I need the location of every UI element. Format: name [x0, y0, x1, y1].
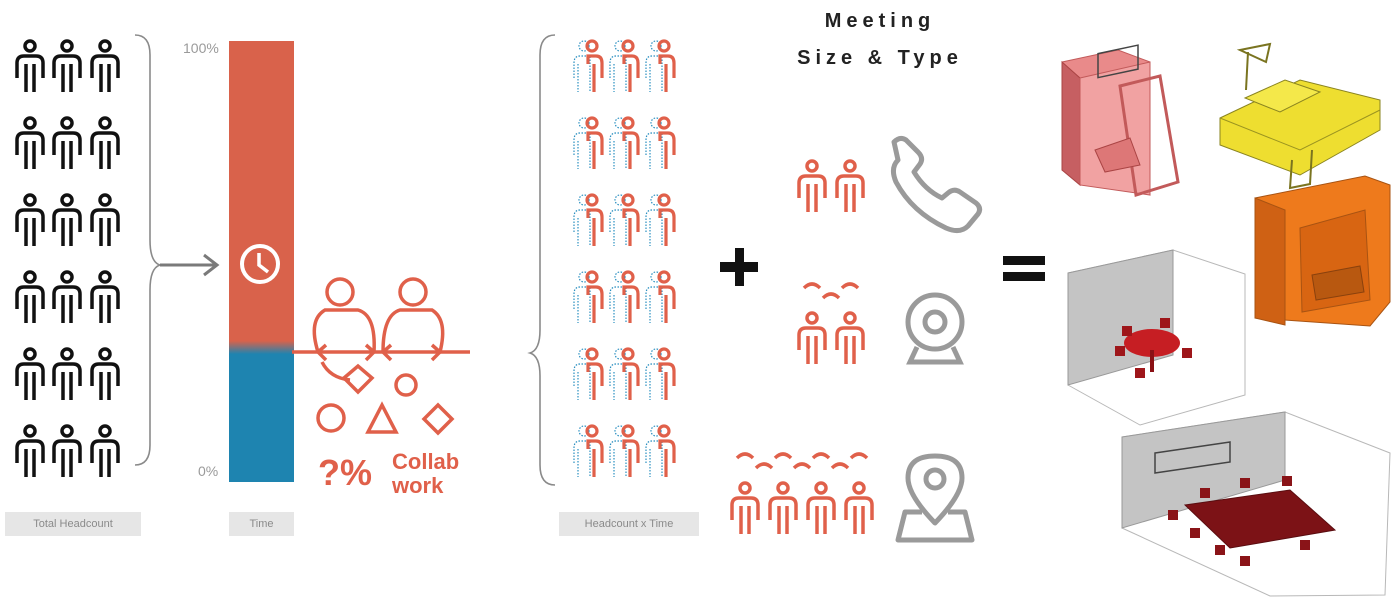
person-icon [572, 347, 604, 402]
person-icon [52, 116, 82, 171]
person-icon [608, 424, 640, 479]
sound-wave-icon [811, 452, 831, 460]
person-icon [15, 193, 45, 248]
person-icon [844, 481, 874, 536]
webcam-icon [905, 292, 965, 365]
phone-booth-pink [1061, 49, 1180, 197]
person-icon [608, 347, 640, 402]
person-icon [572, 424, 604, 479]
person-icon [797, 311, 827, 366]
collab-percent: ?% [318, 452, 372, 493]
arrow-to-time-bar [160, 253, 220, 277]
person-icon [835, 311, 865, 366]
bar-bottom-label: 0% [198, 463, 219, 479]
person-icon [608, 193, 640, 248]
person-icon [15, 347, 45, 402]
sound-wave-icon [821, 292, 841, 300]
small-meeting-room [1067, 44, 1246, 426]
person-icon [608, 39, 640, 94]
meeting-title-line1: Meeting [824, 10, 936, 32]
total-headcount-grid [15, 39, 120, 479]
person-icon [15, 270, 45, 325]
person-icon [52, 424, 82, 479]
phone-booth-orange [1254, 175, 1391, 327]
sound-wave-icon [735, 452, 755, 460]
person-icon [52, 193, 82, 248]
person-icon [52, 270, 82, 325]
collab-word-1: Collab [392, 449, 460, 474]
large-meeting-room [1121, 411, 1391, 597]
lounge-furniture-yellow [1219, 42, 1381, 190]
person-icon [730, 481, 760, 536]
person-icon [608, 270, 640, 325]
phone-icon [890, 135, 983, 234]
person-icon [644, 39, 676, 94]
person-icon [608, 116, 640, 171]
person-icon [806, 481, 836, 536]
person-icon [644, 347, 676, 402]
person-icon [572, 116, 604, 171]
person-icon [90, 39, 120, 94]
meeting-people [730, 159, 874, 536]
equals-sign [1003, 256, 1045, 281]
sound-wave-icon [792, 462, 812, 470]
person-icon [90, 116, 120, 171]
person-icon [572, 193, 604, 248]
person-icon [644, 116, 676, 171]
left-brace [134, 34, 163, 466]
person-icon [90, 270, 120, 325]
person-icon [52, 39, 82, 94]
headcount-time-grid [572, 39, 676, 479]
person-icon [644, 193, 676, 248]
meeting-title-line2: Size & Type [797, 47, 963, 69]
person-icon [768, 481, 798, 536]
location-pin-icon [895, 453, 975, 543]
sound-wave-icon [840, 282, 860, 290]
person-icon [572, 270, 604, 325]
clock-icon [240, 244, 280, 284]
right-brace [527, 34, 556, 486]
sound-wave-icon [849, 452, 869, 460]
person-icon [90, 424, 120, 479]
person-icon [797, 159, 827, 214]
collaboration-people-icon [292, 277, 470, 436]
headcount-x-time-label: Headcount x Time [559, 512, 699, 536]
person-icon [15, 116, 45, 171]
person-icon [90, 347, 120, 402]
time-bar [229, 41, 294, 482]
total-headcount-label: Total Headcount [5, 512, 141, 536]
sound-wave-icon [802, 282, 822, 290]
sound-wave-icon [773, 452, 793, 460]
person-icon [15, 39, 45, 94]
plus-sign [720, 248, 758, 286]
person-icon [644, 424, 676, 479]
collab-label: Collab work [392, 450, 459, 498]
person-icon [835, 159, 865, 214]
bar-top-label: 100% [183, 40, 219, 56]
person-icon [52, 347, 82, 402]
person-icon [572, 39, 604, 94]
collab-word-2: work [392, 473, 444, 498]
sound-wave-icon [830, 462, 850, 470]
person-icon [644, 270, 676, 325]
person-icon [15, 424, 45, 479]
person-icon [90, 193, 120, 248]
time-label: Time [229, 512, 294, 536]
sound-wave-icon [754, 462, 774, 470]
